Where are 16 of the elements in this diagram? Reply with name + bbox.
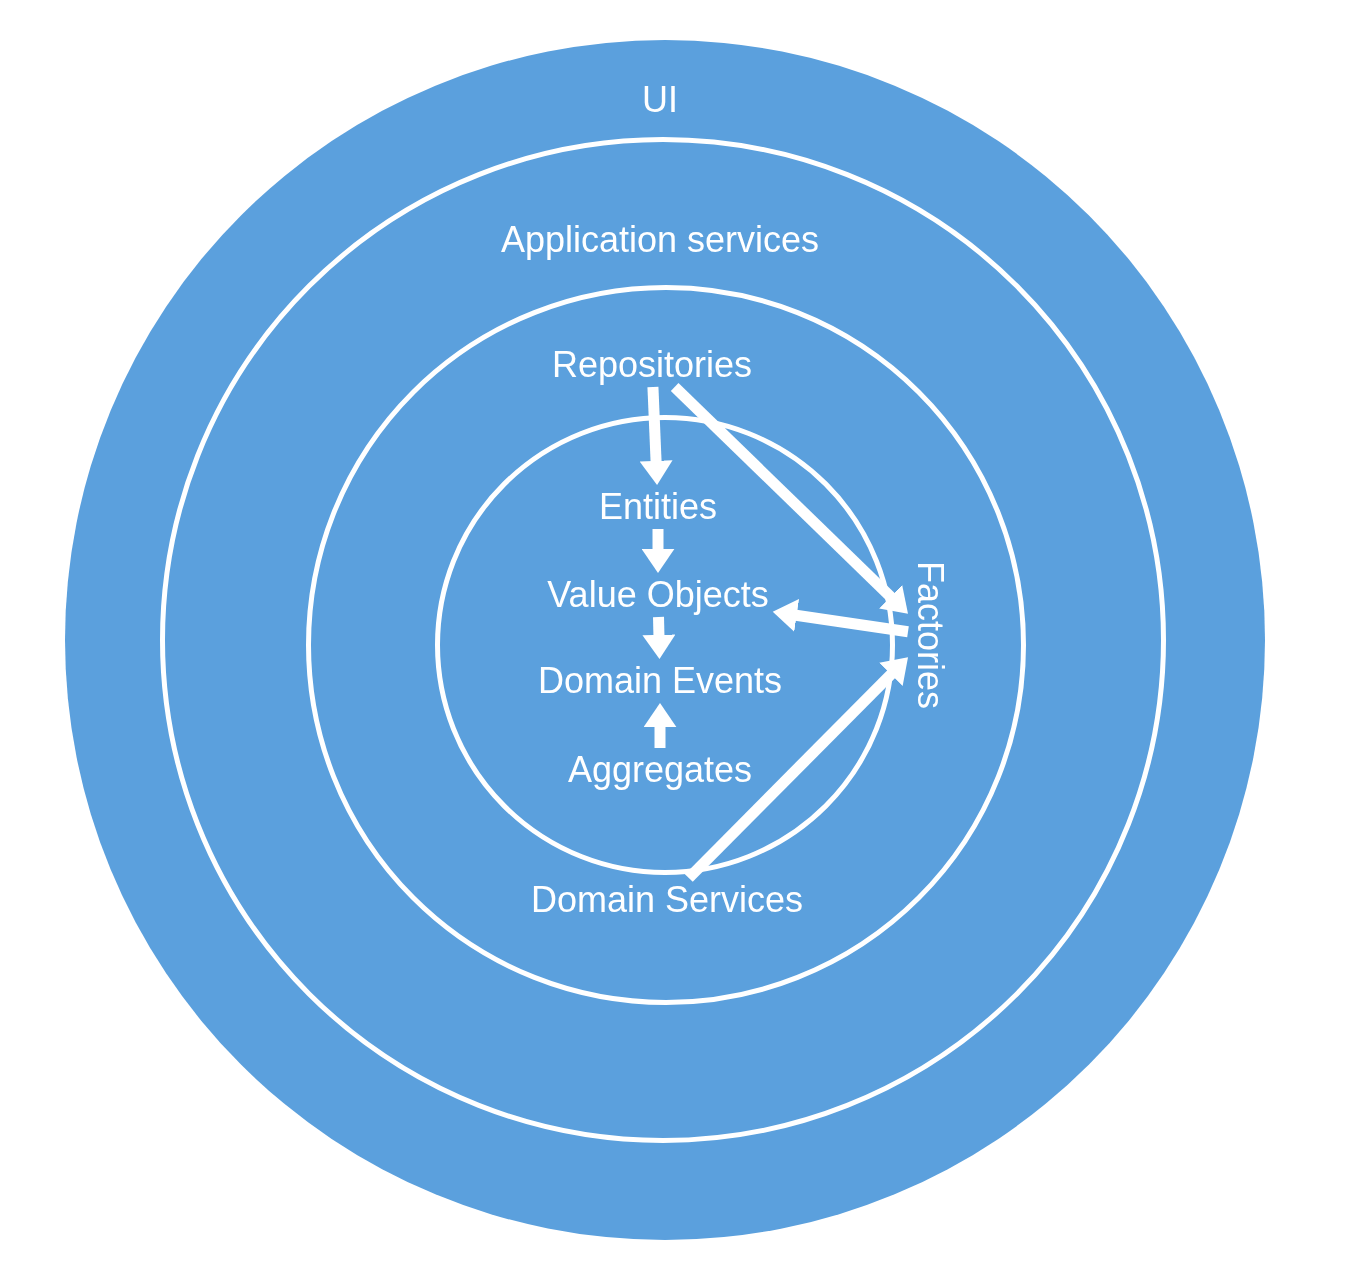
arrow bbox=[641, 529, 675, 573]
layer-label: UI bbox=[642, 82, 678, 118]
layer-label: Aggregates bbox=[567, 752, 753, 788]
arrow bbox=[670, 383, 908, 614]
layer-label: Repositories bbox=[551, 347, 753, 383]
layer-label: Domain Events bbox=[537, 663, 783, 699]
arrow bbox=[642, 616, 676, 659]
arrow bbox=[772, 599, 909, 638]
arrow bbox=[684, 657, 908, 882]
layer-label: Entities bbox=[598, 489, 718, 525]
layer-label: Value Objects bbox=[547, 577, 769, 613]
arrow bbox=[639, 386, 673, 485]
layer-label: Application services bbox=[500, 222, 820, 258]
layer-label: Factories bbox=[912, 561, 948, 709]
layer-label: Domain Services bbox=[530, 882, 804, 918]
arrow bbox=[643, 703, 677, 748]
